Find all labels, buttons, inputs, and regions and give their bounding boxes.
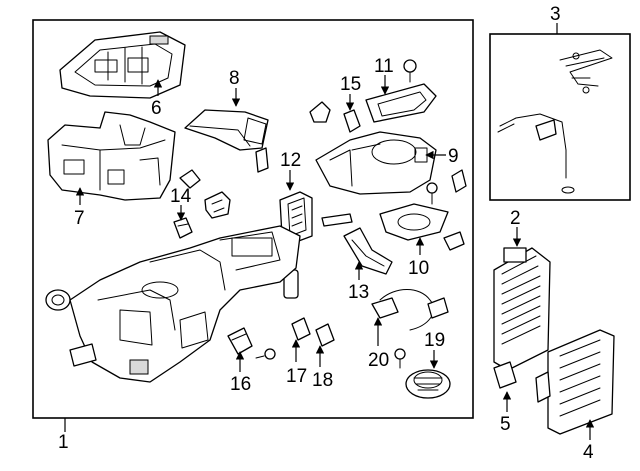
part-9-blower-housing (315, 131, 437, 195)
clip-near-part-9 (451, 169, 467, 193)
callout-20: 20 (368, 350, 389, 371)
callout-9: 9 (448, 146, 459, 167)
callout-4: 4 (583, 442, 594, 463)
callout-2: 2 (510, 208, 521, 229)
part-17-sensor (291, 317, 311, 341)
part-11-panel (365, 83, 437, 123)
main-assembly-frame (32, 19, 474, 419)
part-4-evaporator (535, 329, 615, 435)
main-heater-unit-assembly (69, 225, 301, 383)
clip-near-part-8 (255, 147, 269, 173)
callout-5: 5 (500, 414, 511, 435)
callout-16: 16 (230, 374, 251, 395)
clip-near-part-15 (309, 101, 331, 123)
piping-inset-frame (489, 33, 631, 201)
callout-18: 18 (312, 370, 333, 391)
callout-7: 7 (74, 208, 85, 229)
callout-11: 11 (374, 56, 394, 77)
foam-block (69, 343, 97, 367)
bracket-near-part-14 (204, 191, 231, 219)
part-2-heater-core (493, 247, 551, 371)
part-5-valve (493, 361, 517, 389)
callout-6: 6 (151, 98, 162, 119)
callout-3: 3 (550, 4, 561, 25)
round-cap (45, 289, 71, 311)
part-14-clip (173, 217, 193, 239)
clip-near-part-7 (179, 169, 201, 189)
callout-14: 14 (170, 186, 192, 207)
bracket-near-part-13 (321, 213, 353, 227)
callout-1: 1 (58, 432, 69, 453)
part-16-actuator (227, 327, 253, 355)
callout-10: 10 (408, 258, 429, 279)
callout-15: 15 (340, 74, 361, 95)
callout-19: 19 (424, 330, 445, 351)
part-10-tray (379, 203, 449, 241)
part-7-heater-case (47, 111, 176, 201)
clip-near-part-10 (443, 231, 465, 251)
part-3-piping (497, 49, 613, 194)
screw-near-part-9 (426, 182, 438, 205)
part-11-screw (403, 59, 417, 83)
part-6-upper-case (59, 31, 186, 99)
part-20-wire-harness (371, 289, 449, 331)
callout-12: 12 (280, 150, 301, 171)
part-18-sensor (315, 323, 335, 347)
part-8-duct (184, 109, 269, 151)
callout-13: 13 (348, 282, 369, 303)
screw-near-part-16 (255, 348, 276, 360)
part-13-channel (343, 227, 393, 275)
callout-17: 17 (286, 366, 307, 387)
part-15-clip (343, 109, 361, 133)
callout-8: 8 (229, 68, 240, 89)
part-19-blower-motor (405, 369, 451, 399)
screw-near-part-19 (394, 348, 406, 369)
